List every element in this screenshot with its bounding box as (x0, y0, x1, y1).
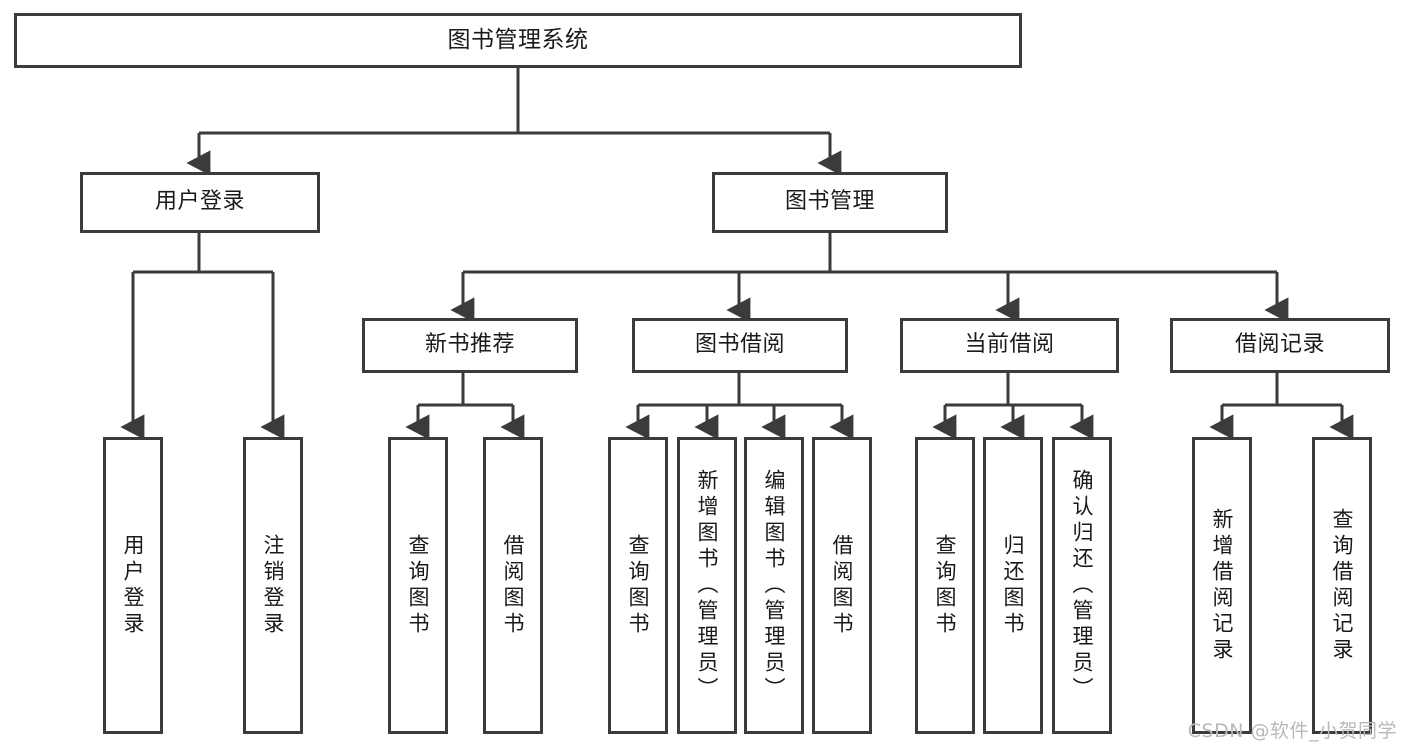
watermark-text: CSDN @软件_小贺同学 (1187, 720, 1397, 742)
node-new-book-recommend[interactable]: 新书推荐 (362, 318, 578, 373)
node-leaf-query-borrow-record[interactable]: 查询借阅记录 (1312, 437, 1372, 734)
node-leaf-user-login[interactable]: 用户登录 (103, 437, 163, 734)
node-label: 注销登录 (261, 533, 286, 638)
node-book-management[interactable]: 图书管理 (712, 172, 948, 233)
node-user-login[interactable]: 用户登录 (80, 172, 320, 233)
node-label: 新增借阅记录 (1210, 507, 1235, 664)
node-leaf-confirm-return[interactable]: 确认归还（管理员） (1052, 437, 1112, 734)
node-label: 归还图书 (1001, 533, 1026, 638)
node-label: 借阅图书 (501, 533, 526, 638)
node-leaf-query-book-recommend[interactable]: 查询图书 (388, 437, 448, 734)
node-label: 借阅记录 (1234, 332, 1325, 358)
node-label: 图书管理系统 (447, 26, 589, 53)
node-root-book-management-system[interactable]: 图书管理系统 (14, 13, 1022, 68)
node-leaf-edit-book[interactable]: 编辑图书（管理员） (744, 437, 804, 734)
node-leaf-borrow-book[interactable]: 借阅图书 (812, 437, 872, 734)
node-current-borrow[interactable]: 当前借阅 (900, 318, 1119, 373)
node-leaf-query-book-borrow[interactable]: 查询图书 (608, 437, 668, 734)
node-leaf-query-book-current[interactable]: 查询图书 (915, 437, 975, 734)
node-book-borrow[interactable]: 图书借阅 (632, 318, 848, 373)
node-label: 查询借阅记录 (1330, 507, 1355, 664)
node-label: 新书推荐 (424, 332, 515, 358)
node-leaf-add-borrow-record[interactable]: 新增借阅记录 (1192, 437, 1252, 734)
node-label: 用户登录 (121, 533, 146, 638)
node-leaf-return-book[interactable]: 归还图书 (983, 437, 1043, 734)
node-leaf-borrow-book-recommend[interactable]: 借阅图书 (483, 437, 543, 734)
node-label: 图书借阅 (694, 332, 785, 358)
node-label: 图书管理 (784, 189, 875, 215)
node-borrow-record[interactable]: 借阅记录 (1170, 318, 1390, 373)
node-label: 确认归还（管理员） (1070, 468, 1095, 703)
node-label: 借阅图书 (830, 533, 855, 638)
node-label: 当前借阅 (964, 332, 1055, 358)
node-label: 查询图书 (626, 533, 651, 638)
node-label: 编辑图书（管理员） (762, 468, 787, 703)
node-label: 查询图书 (933, 533, 958, 638)
node-leaf-add-book[interactable]: 新增图书（管理员） (677, 437, 737, 734)
node-label: 用户登录 (154, 189, 245, 215)
node-leaf-logout[interactable]: 注销登录 (243, 437, 303, 734)
node-label: 新增图书（管理员） (695, 468, 720, 703)
node-label: 查询图书 (406, 533, 431, 638)
